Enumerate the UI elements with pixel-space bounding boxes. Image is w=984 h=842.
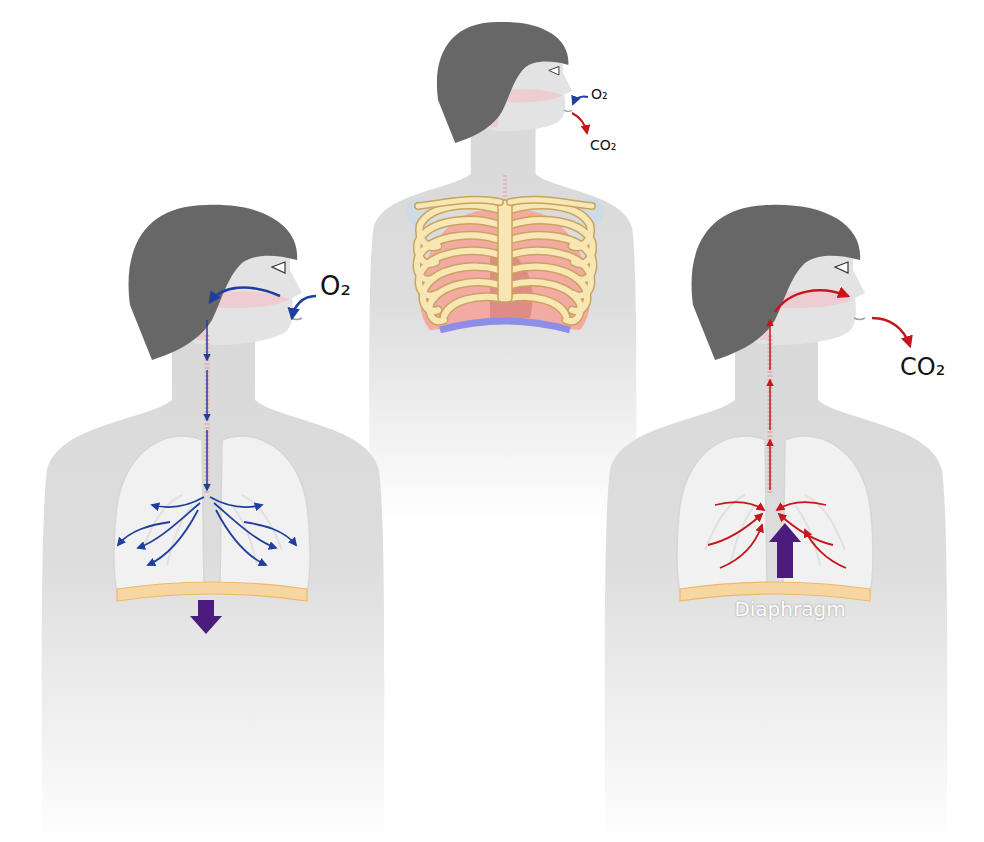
gas-label: CO₂: [900, 354, 945, 382]
gas-label: O₂: [320, 272, 351, 302]
gas-label: O₂: [591, 86, 608, 102]
middle-figure: [369, 22, 636, 521]
gas-label: CO₂: [590, 137, 616, 153]
exhale-figure: [605, 205, 948, 842]
muscle-label: Diaphragm: [734, 598, 845, 621]
inhale-figure: [42, 205, 385, 842]
